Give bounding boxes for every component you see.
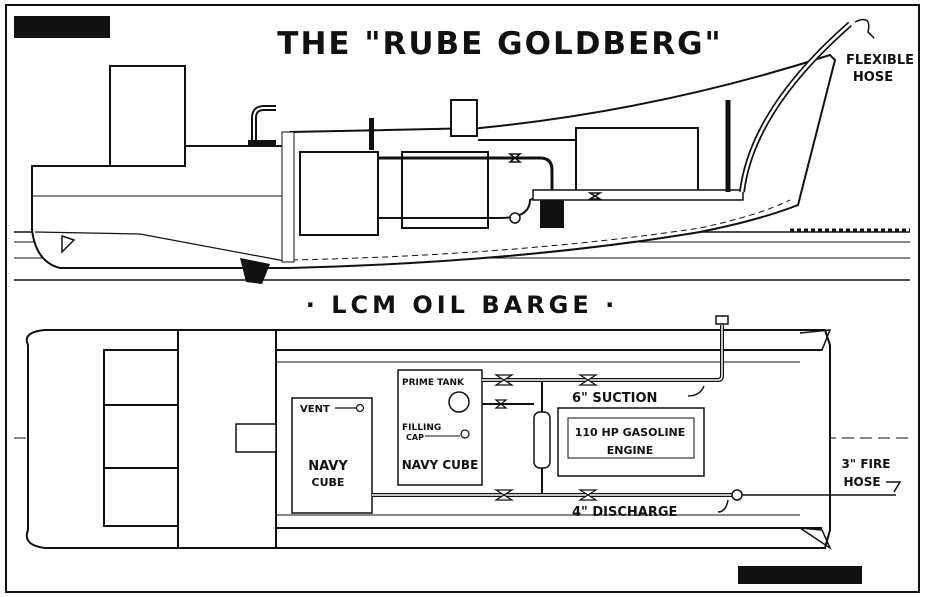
valve-icon	[509, 212, 521, 224]
filling-cap-label: CAP	[406, 433, 424, 442]
valve-icon	[493, 374, 515, 386]
stern-house	[103, 349, 179, 527]
valve-icon	[494, 399, 508, 409]
engine-inner	[567, 417, 695, 459]
hose-arrow-icon	[854, 18, 875, 39]
fire-hose-label: HOSE	[843, 475, 880, 489]
valve-icon	[587, 192, 603, 200]
exhaust-stack	[251, 105, 276, 144]
engine-block	[575, 127, 699, 193]
wheelhouse	[109, 65, 186, 167]
pipe-suction	[532, 189, 744, 201]
navy-cube-tank-left	[299, 151, 379, 236]
pipe-main	[378, 156, 554, 196]
flexible-hose-label: FLEXIBLE	[846, 53, 914, 68]
suction-inlet	[715, 315, 729, 325]
fire-hose-arrow-icon	[886, 481, 902, 493]
hatch-plan	[235, 423, 277, 453]
filling-cap-icon	[460, 429, 470, 439]
vent-label: VENT	[300, 404, 330, 415]
page-title: THE "RUBE GOLDBERG"	[277, 26, 722, 62]
navy-cube-right	[397, 369, 483, 486]
diagram-subtitle: · LCM OIL BARGE ·	[306, 291, 619, 319]
navy-cube-left-label: NAVY	[308, 459, 348, 474]
pump-plan	[533, 411, 551, 469]
navy-cube-left-label: CUBE	[312, 476, 345, 489]
discharge-coupling	[731, 489, 743, 501]
valve-icon	[577, 489, 599, 501]
valve-icon	[577, 374, 599, 386]
redaction-bottom-right	[738, 566, 862, 584]
flexible-hose-inner	[740, 23, 851, 193]
redaction-top-left	[14, 16, 110, 38]
plan-view: VENT NAVY CUBE PRIME TANK FILLING CAP NA…	[14, 315, 910, 551]
valve-icon	[507, 153, 523, 163]
discharge-arrow-icon	[717, 499, 729, 513]
navy-cube-tank-right	[401, 151, 489, 229]
fire-hose-label: 3" FIRE	[842, 457, 891, 471]
engine-label: ENGINE	[607, 444, 654, 457]
navy-cube-left	[291, 397, 373, 514]
propeller-icon	[61, 234, 76, 254]
skeg	[240, 258, 270, 284]
bulkhead	[281, 131, 295, 263]
pump	[540, 200, 564, 228]
pipe-lower	[378, 195, 541, 219]
engine-plan	[557, 407, 705, 477]
hull-inner-line	[291, 199, 791, 261]
exhaust-stack-inner	[253, 107, 276, 144]
suction-arrow-icon	[687, 385, 705, 397]
flexible-hose-label: HOSE	[853, 70, 893, 85]
side-view: FLEXIBLE HOSE	[14, 18, 914, 284]
navy-cube-right-label: NAVY CUBE	[402, 458, 479, 472]
suction-label: 6" SUCTION	[572, 391, 657, 406]
suction-pipe-inner	[482, 325, 723, 381]
valve-icon	[493, 489, 515, 501]
hatch	[450, 99, 478, 137]
engine-label: 110 HP GASOLINE	[575, 426, 686, 439]
exhaust-base	[248, 140, 276, 146]
sheet-border	[5, 4, 920, 593]
prime-tank-icon	[448, 391, 470, 413]
discharge-label: 4" DISCHARGE	[572, 505, 677, 520]
vent-pipe	[369, 118, 374, 150]
keel-line	[34, 231, 291, 263]
vent-cap-icon	[355, 403, 365, 413]
prime-tank-label: PRIME TANK	[402, 378, 465, 388]
filling-cap-label: FILLING	[402, 423, 441, 433]
